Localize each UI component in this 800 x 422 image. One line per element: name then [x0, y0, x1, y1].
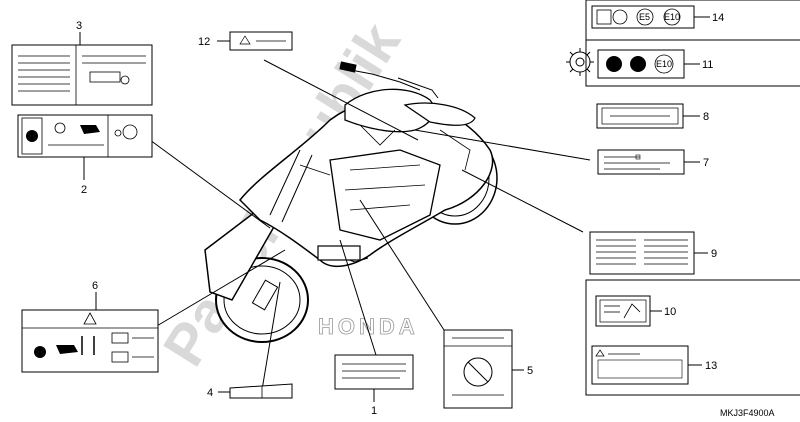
label-1: [334, 354, 414, 390]
label-4: [229, 383, 293, 399]
callout-1: 1: [371, 405, 377, 417]
label-11: E10: [597, 49, 685, 79]
right-frames: [585, 0, 800, 396]
callout-5: 5: [527, 365, 533, 377]
label-12: [229, 31, 293, 51]
callout-14: 14: [712, 12, 724, 24]
label-8: [596, 103, 684, 129]
callout-13: 13: [705, 360, 717, 372]
callout-4: 4: [207, 387, 213, 399]
label-2: [17, 114, 153, 158]
fuel-e10b: E10: [656, 59, 672, 69]
label-5: [443, 329, 513, 409]
label-13: [591, 345, 689, 385]
callout-10: 10: [664, 306, 676, 318]
brand-text: HONDA: [318, 314, 419, 339]
callout-11: 11: [702, 59, 713, 71]
callout-9: 9: [711, 248, 717, 260]
label-3: [11, 44, 153, 106]
callout-3: 3: [76, 20, 82, 32]
callout-6: 6: [92, 280, 98, 292]
label-14: E5 E10: [591, 5, 695, 29]
callout-2: 2: [81, 184, 87, 196]
label-10: [595, 295, 651, 327]
fuel-e10: E10: [664, 12, 680, 22]
gear-icon: [566, 48, 594, 76]
label-9: [589, 231, 695, 275]
fuel-e5: E5: [639, 12, 650, 22]
motorcycle-illustration: [204, 61, 498, 343]
callout-12: 12: [198, 36, 210, 48]
callout-7: 7: [703, 157, 709, 169]
label-7: [597, 149, 685, 175]
label-6: [21, 309, 159, 373]
leader-lines: [149, 59, 591, 391]
drawing-code: MKJ3F4900A: [720, 408, 775, 418]
callout-8: 8: [703, 111, 709, 123]
